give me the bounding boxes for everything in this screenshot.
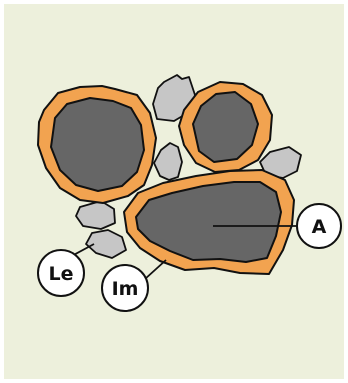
callout-im: Im: [102, 265, 148, 311]
callout-le: Le: [38, 250, 84, 296]
callout-a: A: [297, 204, 341, 248]
callout-im-label: Im: [112, 278, 139, 300]
callout-a-label: A: [312, 216, 327, 238]
callout-le-label: Le: [49, 263, 74, 285]
